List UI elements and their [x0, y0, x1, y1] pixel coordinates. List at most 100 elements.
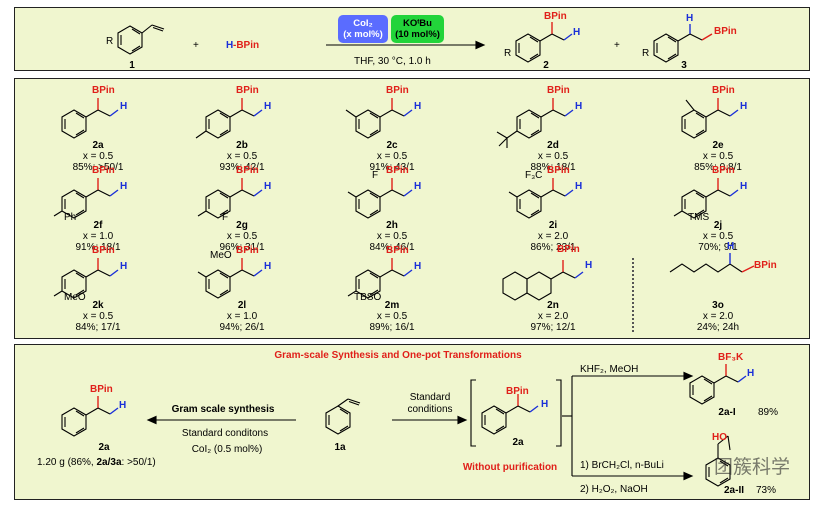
reaction-arrow — [326, 40, 486, 50]
alkyl-chain — [669, 263, 743, 273]
scope-2b-h: H — [264, 101, 272, 112]
c-bond — [705, 109, 719, 118]
gram-scale-label: Gram scale synthesis — [171, 404, 275, 415]
scope-2g-yield: 96%; 31/1 — [219, 242, 265, 253]
scope-2k-bpin: BPin — [92, 245, 115, 256]
scope-2d-bpin: BPin — [547, 85, 570, 96]
structure-2a — [61, 98, 119, 139]
scope-3o-label: 3o — [712, 300, 724, 311]
structure-2n — [502, 260, 584, 301]
scope-2d-loading: x = 0.5 — [537, 151, 569, 162]
sub-bond — [347, 191, 357, 198]
c-bond-2 — [391, 109, 405, 117]
gram-product-bpin: BPin — [90, 384, 113, 395]
scope-2b-label: 2b — [236, 140, 248, 151]
c-bond — [229, 269, 243, 278]
c-bond — [229, 189, 243, 198]
ring-double-bond-3 — [219, 192, 229, 199]
homologation-step-1: 1) BrCH₂Cl, n-BuLi — [580, 460, 664, 471]
benzene-ring — [355, 109, 381, 139]
ring-double-bond-3 — [530, 112, 540, 119]
c-bond — [540, 189, 554, 198]
h-bond — [403, 109, 413, 117]
ring-double-bond-3 — [75, 112, 85, 119]
scope-2i-h: H — [575, 181, 583, 192]
catalyst-text: CoI₂ — [353, 18, 373, 29]
base-text: KOᵗBu — [403, 18, 432, 29]
c-bond — [705, 189, 719, 198]
ring-double-bond-3 — [219, 272, 229, 279]
scope-2d-yield: 88%; 18/1 — [530, 162, 576, 173]
ring-double-bond-2 — [75, 209, 85, 216]
scope-2k-yield: 84%; 17/1 — [75, 322, 121, 333]
product-3-h: H — [686, 13, 694, 24]
scope-2g-substituent: F — [222, 212, 229, 223]
catalyst-badge: CoI₂ (x mol%) — [338, 15, 388, 43]
c-bond-2 — [241, 189, 255, 197]
structure-2d — [496, 98, 574, 148]
scope-2c-yield: 91%; 43/1 — [369, 162, 415, 173]
h-bond — [109, 189, 119, 197]
scope-2e-bpin: BPin — [712, 85, 735, 96]
scope-2j-substituent: TMS — [688, 212, 710, 223]
scope-2m-h: H — [414, 261, 422, 272]
h-bond — [403, 269, 413, 277]
scope-2a-h: H — [120, 101, 128, 112]
scope-2m-label: 2m — [384, 300, 400, 311]
bf3k-label: BF₃K — [718, 352, 744, 363]
reaction-conditions: THF, 30 °C, 1.0 h — [354, 56, 431, 67]
h-bond — [574, 271, 584, 279]
product-2a-i-yield: 89% — [758, 407, 779, 418]
scope-2j-h: H — [740, 181, 748, 192]
ring-double-bond-2 — [219, 209, 229, 216]
scope-2f-bpin: BPin — [92, 165, 115, 176]
c-bond-2 — [552, 189, 566, 197]
branch-arrows — [562, 371, 694, 481]
sub-bond — [673, 210, 683, 217]
scope-3o-yield: 24%; 24h — [696, 322, 740, 333]
structure-2g — [197, 178, 263, 219]
hbpin-b: -BPin — [233, 40, 260, 51]
c-bond-2 — [97, 109, 111, 117]
styrene-structure — [117, 24, 165, 55]
gram-product-structure — [61, 396, 119, 437]
methyl-bond — [195, 130, 207, 139]
c-bond — [85, 109, 99, 118]
tbu-me1 — [496, 131, 508, 139]
alcohol-structure — [705, 435, 731, 487]
tbu-bond — [506, 130, 518, 139]
watermark: 团簇科学 — [714, 457, 791, 478]
c-bond — [379, 269, 393, 278]
h-bond — [253, 269, 263, 277]
scope-2f-label: 2f — [93, 220, 103, 231]
reactant-1-label: 1 — [129, 60, 135, 71]
scope-2n-bpin: BPin — [557, 244, 580, 255]
h-bond — [109, 269, 119, 277]
ring-double-bond-2 — [695, 129, 705, 136]
scope-2c-h: H — [414, 101, 422, 112]
scope-2k-loading: x = 0.5 — [82, 311, 114, 322]
h-bond — [564, 109, 574, 117]
benzene-ring — [205, 269, 231, 299]
ring-double-bond-2 — [695, 209, 705, 216]
c-bond — [540, 109, 554, 118]
methyl-bond — [345, 109, 357, 118]
ring-double-bond-2 — [530, 129, 540, 136]
product-3-bpin: BPin — [714, 26, 737, 37]
scope-2f-yield: 91%; 18/1 — [75, 242, 121, 253]
gram-product-h: H — [119, 400, 127, 411]
ring-double-bond-2 — [219, 129, 229, 136]
product-2-structure — [515, 22, 573, 63]
ring-double-bond-2 — [369, 129, 379, 136]
h-bond — [253, 189, 263, 197]
gram-product-yield: 1.20 g (86%, 2a/3a: >50/1) — [37, 457, 156, 468]
ring-double-bond-2 — [75, 289, 85, 296]
product-3-structure — [653, 24, 713, 63]
ring-double-bond-3 — [695, 112, 705, 119]
h-bond — [403, 189, 413, 197]
scope-2k-substituent: MeO — [64, 292, 86, 303]
intermediate-label: 2a — [512, 437, 524, 448]
structure-2k — [53, 258, 119, 299]
scope-2h-bpin: BPin — [386, 165, 409, 176]
